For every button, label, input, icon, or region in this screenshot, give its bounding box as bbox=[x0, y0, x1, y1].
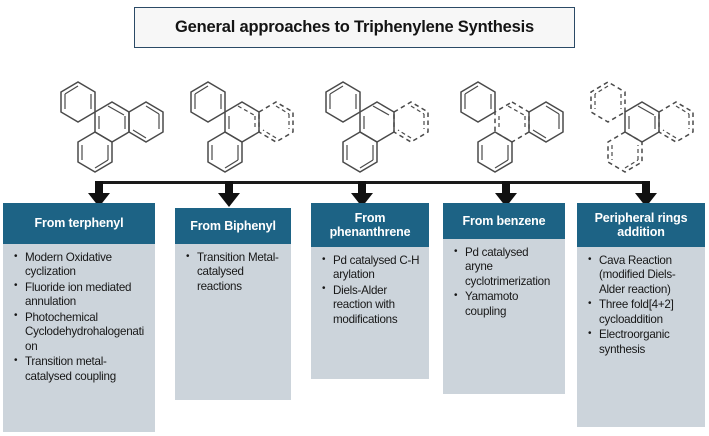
column-body-from-benzene: Pd catalysed aryne cyclotrimerization Ya… bbox=[443, 239, 565, 394]
structure-triphenylene bbox=[52, 58, 172, 173]
list-item: Transition metal-catalysed coupling bbox=[14, 355, 149, 384]
list-item: Pd catalysed aryne cyclotrimerization bbox=[454, 245, 559, 289]
bullet-list-from-terphenyl: Modern Oxidative cyclization Fluoride io… bbox=[5, 251, 151, 384]
list-item: Yamamoto coupling bbox=[454, 290, 559, 319]
connector-bar bbox=[98, 181, 646, 184]
list-item: Transition Metal-catalysed reactions bbox=[186, 250, 285, 294]
structure-dashed-peripheral-rings bbox=[582, 58, 702, 173]
list-item: Photochemical Cyclodehydrohalogenation bbox=[14, 310, 149, 354]
structure-biphenyl-forming-ring bbox=[182, 58, 302, 173]
list-item: Electroorganic synthesis bbox=[588, 328, 699, 357]
list-item: Pd catalysed C-H arylation bbox=[322, 254, 423, 283]
arrow-down-biphenyl bbox=[218, 181, 240, 207]
bullet-list-from-phenanthrene: Pd catalysed C-H arylation Diels-Alder r… bbox=[313, 254, 425, 327]
column-header-from-benzene: From benzene bbox=[443, 203, 565, 239]
column-header-peripheral-rings-addition: Peripheral rings addition bbox=[577, 203, 705, 247]
column-from-terphenyl: From terphenyl Modern Oxidative cyclizat… bbox=[3, 203, 155, 432]
list-item: Three fold[4+2] cycloaddition bbox=[588, 298, 699, 327]
bullet-list-from-benzene: Pd catalysed aryne cyclotrimerization Ya… bbox=[445, 245, 561, 319]
bullet-list-peripheral-rings-addition: Cava Reaction (modified Diels-Alder reac… bbox=[579, 253, 701, 357]
diagram-title-box: General approaches to Triphenylene Synth… bbox=[134, 7, 575, 48]
list-item: Diels-Alder reaction with modifications bbox=[322, 283, 423, 327]
column-from-biphenyl: From Biphenyl Transition Metal-catalysed… bbox=[175, 208, 291, 400]
list-item: Fluoride ion mediated annulation bbox=[14, 280, 149, 310]
column-peripheral-rings-addition: Peripheral rings addition Cava Reaction … bbox=[577, 203, 705, 427]
column-body-from-biphenyl: Transition Metal-catalysed reactions bbox=[175, 244, 291, 400]
structure-phenanthrene-forming-ring bbox=[317, 58, 437, 173]
list-item: Cava Reaction (modified Diels-Alder reac… bbox=[588, 253, 699, 297]
column-header-from-terphenyl: From terphenyl bbox=[3, 203, 155, 244]
column-header-from-biphenyl: From Biphenyl bbox=[175, 208, 291, 244]
column-from-phenanthrene: From phenanthrene Pd catalysed C-H aryla… bbox=[311, 203, 429, 379]
column-body-from-phenanthrene: Pd catalysed C-H arylation Diels-Alder r… bbox=[311, 247, 429, 379]
bullet-list-from-biphenyl: Transition Metal-catalysed reactions bbox=[177, 250, 287, 294]
column-from-benzene: From benzene Pd catalysed aryne cyclotri… bbox=[443, 203, 565, 394]
list-item: Modern Oxidative cyclization bbox=[14, 251, 149, 280]
column-header-from-phenanthrene: From phenanthrene bbox=[311, 203, 429, 247]
column-body-from-terphenyl: Modern Oxidative cyclization Fluoride io… bbox=[3, 244, 155, 432]
page-title: General approaches to Triphenylene Synth… bbox=[175, 18, 534, 36]
structure-benzene-dashed-core bbox=[452, 58, 572, 173]
column-body-peripheral-rings-addition: Cava Reaction (modified Diels-Alder reac… bbox=[577, 247, 705, 427]
